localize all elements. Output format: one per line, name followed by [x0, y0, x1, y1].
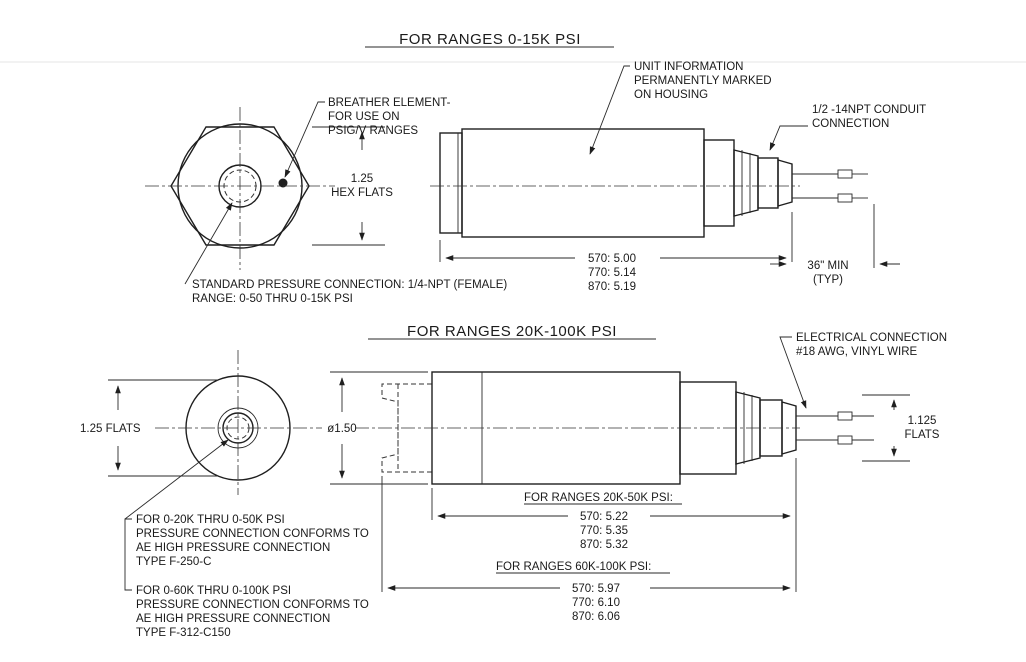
svg-text:FOR RANGES 60K-100K PSI:: FOR RANGES 60K-100K PSI: [496, 561, 651, 573]
svg-text:870: 5.32: 870: 5.32 [580, 539, 628, 551]
svg-text:AE HIGH PRESSURE CONNECTION: AE HIGH PRESSURE CONNECTION [136, 613, 330, 625]
svg-text:770: 5.14: 770: 5.14 [588, 267, 637, 279]
diameter-label: ø1.50 [327, 423, 356, 435]
svg-text:ON HOUSING: ON HOUSING [634, 89, 708, 101]
svg-text:PRESSURE CONNECTION CONFORMS T: PRESSURE CONNECTION CONFORMS TO [136, 599, 369, 611]
side-body-low-range [430, 65, 900, 268]
svg-text:CONNECTION: CONNECTION [812, 118, 889, 130]
length-table-60k-100k: FOR RANGES 60K-100K PSI: 570: 5.97 770: … [496, 561, 670, 623]
svg-text:PRESSURE CONNECTION CONFORMS T: PRESSURE CONNECTION CONFORMS TO [136, 528, 369, 540]
svg-text:770: 5.35: 770: 5.35 [580, 525, 628, 537]
electrical-connection-label: ELECTRICAL CONNECTION #18 AWG, VINYL WIR… [796, 332, 947, 358]
side-body-high-range [330, 336, 910, 592]
svg-text:870: 5.19: 870: 5.19 [588, 281, 636, 293]
breather-element-icon [278, 178, 288, 188]
svg-text:PERMANENTLY MARKED: PERMANENTLY MARKED [634, 75, 772, 87]
svg-text:ø1.50: ø1.50 [327, 423, 356, 435]
svg-text:570: 5.97: 570: 5.97 [572, 583, 620, 595]
svg-text:1.25: 1.25 [351, 173, 373, 185]
svg-text:FOR RANGES 0-15K PSI: FOR RANGES 0-15K PSI [399, 31, 581, 48]
svg-text:(TYP): (TYP) [813, 274, 843, 286]
svg-text:FOR 0-20K THRU 0-50K PSI: FOR 0-20K THRU 0-50K PSI [136, 514, 285, 526]
svg-text:RANGE: 0-50 THRU 0-15K PSI: RANGE: 0-50 THRU 0-15K PSI [192, 293, 353, 305]
svg-text:570: 5.22: 570: 5.22 [580, 511, 628, 523]
title-range-low: FOR RANGES 0-15K PSI [365, 31, 614, 48]
svg-text:FLATS: FLATS [905, 429, 940, 441]
svg-text:PSIG/V RANGES: PSIG/V RANGES [328, 125, 418, 137]
svg-text:HEX FLATS: HEX FLATS [331, 187, 393, 199]
svg-text:36" MIN: 36" MIN [807, 260, 848, 272]
conduit-label: 1/2 -14NPT CONDUIT CONNECTION [812, 104, 926, 130]
svg-text:FOR 0-60K THRU 0-100K PSI: FOR 0-60K THRU 0-100K PSI [136, 585, 291, 597]
unit-info-label: UNIT INFORMATION PERMANENTLY MARKED ON H… [634, 61, 772, 101]
length-table-20k-50k: FOR RANGES 20K-50K PSI: 570: 5.22 770: 5… [524, 492, 682, 551]
svg-text:AE HIGH PRESSURE CONNECTION: AE HIGH PRESSURE CONNECTION [136, 542, 330, 554]
svg-text:#18 AWG, VINYL WIRE: #18 AWG, VINYL WIRE [796, 346, 918, 358]
svg-text:1.125: 1.125 [908, 415, 937, 427]
title-range-high: FOR RANGES 20K-100K PSI [368, 323, 656, 340]
note-20k-50k: FOR 0-20K THRU 0-50K PSI PRESSURE CONNEC… [136, 514, 369, 568]
breather-label: BREATHER ELEMENT- FOR USE ON PSIG/V RANG… [328, 97, 451, 137]
svg-text:570: 5.00: 570: 5.00 [588, 253, 636, 265]
svg-text:TYPE F-250-C: TYPE F-250-C [136, 556, 211, 568]
flats-left-label: 1.25 FLATS [80, 423, 141, 435]
svg-text:FOR RANGES 20K-100K PSI: FOR RANGES 20K-100K PSI [407, 323, 617, 340]
svg-text:FOR RANGES 20K-50K PSI:: FOR RANGES 20K-50K PSI: [524, 492, 673, 504]
svg-text:ELECTRICAL CONNECTION: ELECTRICAL CONNECTION [796, 332, 947, 344]
flats-right-label: 1.125 FLATS [905, 415, 940, 441]
hex-end-view [145, 101, 385, 285]
wire-min-label: 36" MIN (TYP) [807, 260, 848, 286]
svg-text:FOR USE ON: FOR USE ON [328, 111, 400, 123]
hex-flats-label: 1.25 HEX FLATS [331, 173, 393, 199]
svg-text:1.25 FLATS: 1.25 FLATS [80, 423, 141, 435]
note-60k-100k: FOR 0-60K THRU 0-100K PSI PRESSURE CONNE… [136, 585, 369, 639]
std-connection-label: STANDARD PRESSURE CONNECTION: 1/4-NPT (F… [192, 279, 507, 305]
round-end-view [108, 350, 322, 591]
svg-text:TYPE F-312-C150: TYPE F-312-C150 [136, 627, 231, 639]
svg-text:870: 6.06: 870: 6.06 [572, 611, 620, 623]
svg-text:1/2 -14NPT CONDUIT: 1/2 -14NPT CONDUIT [812, 104, 926, 116]
svg-text:STANDARD PRESSURE CONNECTION:: STANDARD PRESSURE CONNECTION: 1/4-NPT (F… [192, 279, 507, 291]
svg-text:770: 6.10: 770: 6.10 [572, 597, 620, 609]
svg-text:BREATHER ELEMENT-: BREATHER ELEMENT- [328, 97, 451, 109]
length-table-low: 570: 5.00 770: 5.14 870: 5.19 [588, 253, 637, 293]
svg-text:UNIT INFORMATION: UNIT INFORMATION [634, 61, 743, 73]
